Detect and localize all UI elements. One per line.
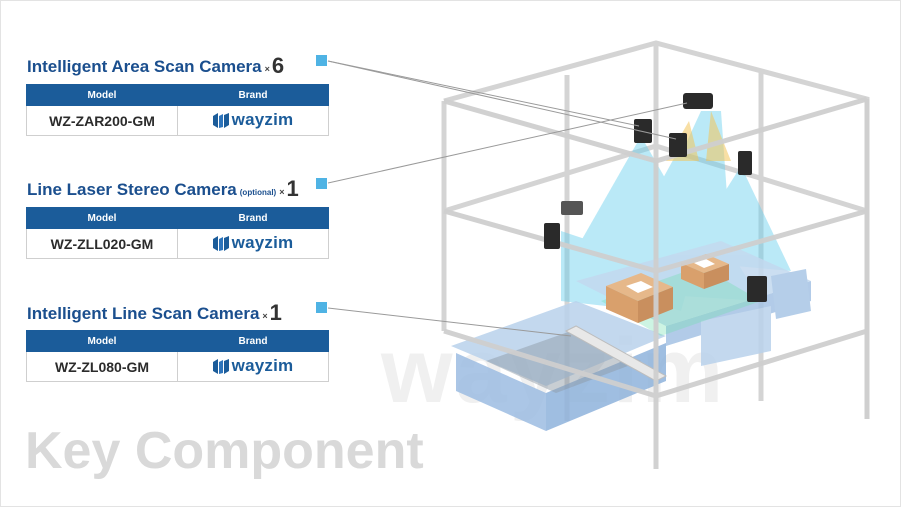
brand-header: Brand: [177, 207, 329, 229]
component-3-multiplier: ×: [262, 311, 268, 321]
brand-cell: wayzim: [177, 105, 329, 136]
cameras: [544, 93, 767, 302]
component-3-count: 1: [269, 300, 282, 325]
component-1-table: Model Brand WZ-ZAR200-GM wayzim: [26, 84, 329, 136]
page-title: Key Component: [25, 422, 424, 480]
leader-lines: [327, 60, 688, 337]
brand-header: Brand: [177, 84, 329, 106]
model-value: WZ-ZAR200-GM: [26, 105, 178, 136]
line-scan-bar: [564, 325, 668, 382]
wayzim-logo-icon: [212, 112, 229, 128]
brand-logo: wayzim: [212, 356, 294, 376]
component-2-title: Line Laser Stereo Camera: [27, 180, 237, 199]
brand-cell: wayzim: [177, 228, 329, 259]
brand-name: wayzim: [231, 233, 294, 253]
component-1-heading: Intelligent Area Scan Camera×6: [27, 53, 284, 79]
brand-header: Brand: [177, 330, 329, 352]
model-value: WZ-ZL080-GM: [26, 351, 178, 382]
component-2-count: 1: [286, 176, 299, 201]
wayzim-logo-icon: [212, 358, 229, 374]
component-1-title: Intelligent Area Scan Camera: [27, 57, 262, 76]
component-1-count: 6: [271, 53, 285, 78]
component-3-heading: Intelligent Line Scan Camera×1: [27, 300, 282, 326]
model-value: WZ-ZLL020-GM: [26, 228, 178, 259]
frame-front: [443, 96, 870, 469]
model-header: Model: [26, 207, 178, 229]
model-header: Model: [26, 330, 178, 352]
brand-logo: wayzim: [212, 110, 294, 130]
brand-cell: wayzim: [177, 351, 329, 382]
brand-name: wayzim: [231, 110, 294, 130]
wayzim-logo-icon: [212, 235, 229, 251]
component-3-marker: [316, 302, 327, 313]
model-header: Model: [26, 84, 178, 106]
component-2-marker: [316, 178, 327, 189]
component-3-title: Intelligent Line Scan Camera: [27, 304, 260, 323]
component-1-multiplier: ×: [264, 64, 270, 74]
component-2-table: Model Brand WZ-ZLL020-GM wayzim: [26, 207, 329, 259]
component-2-multiplier: ×: [279, 187, 285, 197]
brand-logo: wayzim: [212, 233, 294, 253]
component-2-note: (optional): [239, 188, 277, 197]
component-2-heading: Line Laser Stereo Camera(optional)×1: [27, 176, 299, 202]
component-3-table: Model Brand WZ-ZL080-GM wayzim: [26, 330, 329, 382]
component-1-marker: [316, 55, 327, 66]
brand-name: wayzim: [231, 356, 294, 376]
conveyor: [451, 241, 811, 431]
